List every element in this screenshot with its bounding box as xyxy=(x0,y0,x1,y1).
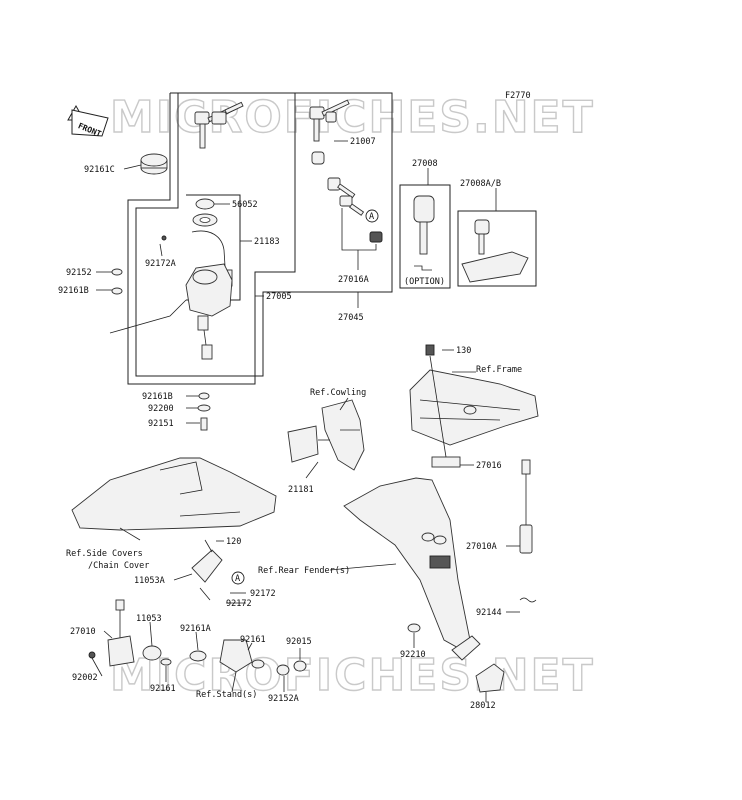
cowling-bracket xyxy=(287,399,365,471)
switch-27010a xyxy=(519,459,537,603)
key-set-left xyxy=(194,101,244,149)
label-92152a: 92152A xyxy=(268,694,299,704)
label-92144: 92144 xyxy=(476,608,502,618)
option-label: (OPTION) xyxy=(404,277,445,287)
label-27016: 27016 xyxy=(476,461,502,471)
label-11053a: 11053A xyxy=(134,576,165,586)
label-92161c: 92161C xyxy=(84,165,115,175)
stand-parts xyxy=(142,623,421,676)
leaders-top xyxy=(96,140,497,424)
side-cover xyxy=(71,457,277,541)
rear-fender xyxy=(343,477,481,661)
label-ref-frame: Ref.Frame xyxy=(476,365,522,375)
ring-56052 xyxy=(192,198,218,227)
label-27010a: 27010A xyxy=(466,542,497,552)
label-92172-b: 92172 xyxy=(226,599,252,609)
label-92161b-mid: 92161B xyxy=(142,392,173,402)
label-120: 120 xyxy=(226,537,241,547)
label-92161b-top: 92161B xyxy=(58,286,89,296)
watermark-bottom: MICROFICHES.NET xyxy=(110,650,595,701)
front-arrow-icon: FRONT xyxy=(67,104,109,139)
label-21183: 21183 xyxy=(254,237,280,247)
label-27008ab: 27008A/B xyxy=(460,179,501,189)
switch-27010 xyxy=(88,599,135,667)
label-ref-stands: Ref.Stand(s) xyxy=(196,690,257,700)
label-27005: 27005 xyxy=(266,292,292,302)
box-27008 xyxy=(399,184,451,289)
leaders-bottom xyxy=(91,349,520,693)
label-11053: 11053 xyxy=(136,614,162,624)
label-92152: 92152 xyxy=(66,268,92,278)
bolt-stack xyxy=(197,392,211,431)
group-box-27045 xyxy=(135,92,393,377)
frame-tail xyxy=(409,344,539,468)
plate-light-28012 xyxy=(475,663,505,702)
key-27008 xyxy=(413,195,435,255)
watermark-top: MICROFICHES.NET xyxy=(110,92,595,143)
option-symbol xyxy=(414,265,432,271)
label-27045: 27045 xyxy=(338,313,364,323)
label-92151: 92151 xyxy=(148,419,174,429)
ignition-switch xyxy=(185,263,233,360)
mark-a-top: A xyxy=(369,212,374,222)
label-130: 130 xyxy=(456,346,471,356)
label-28012: 28012 xyxy=(470,701,496,711)
label-27010: 27010 xyxy=(70,627,96,637)
group-box-27005 xyxy=(127,92,296,385)
label-92161-r: 92161 xyxy=(240,635,266,645)
mark-a-mid-circle xyxy=(231,571,245,585)
label-21181: 21181 xyxy=(288,485,314,495)
label-chain-cover: /Chain Cover xyxy=(88,561,149,571)
key-set-right: A xyxy=(309,99,383,251)
label-92172a: 92172A xyxy=(145,259,176,269)
mark-a-mid: A xyxy=(235,574,240,584)
key-27008ab xyxy=(461,219,529,283)
label-21007: 21007 xyxy=(350,137,376,147)
diagram-code: F2770 xyxy=(505,91,531,101)
label-ref-rear-fender: Ref.Rear Fender(s) xyxy=(258,566,350,576)
mark-a-top-circle xyxy=(365,209,379,223)
cap-92161c xyxy=(140,153,168,175)
bracket-11053a: A xyxy=(191,539,245,601)
label-92002: 92002 xyxy=(72,673,98,683)
label-27008: 27008 xyxy=(412,159,438,169)
label-ref-cowling: Ref.Cowling xyxy=(310,388,366,398)
label-ref-side-covers: Ref.Side Covers xyxy=(66,549,143,559)
label-27016a: 27016A xyxy=(338,275,369,285)
label-92210: 92210 xyxy=(400,650,426,660)
label-92200: 92200 xyxy=(148,404,174,414)
label-56052: 56052 xyxy=(232,200,258,210)
label-92172-a: 92172 xyxy=(250,589,276,599)
washer-92152 xyxy=(111,268,123,295)
label-92161-l: 92161 xyxy=(150,684,176,694)
label-92161a: 92161A xyxy=(180,624,211,634)
label-92015: 92015 xyxy=(286,637,312,647)
box-27008ab xyxy=(457,210,537,287)
